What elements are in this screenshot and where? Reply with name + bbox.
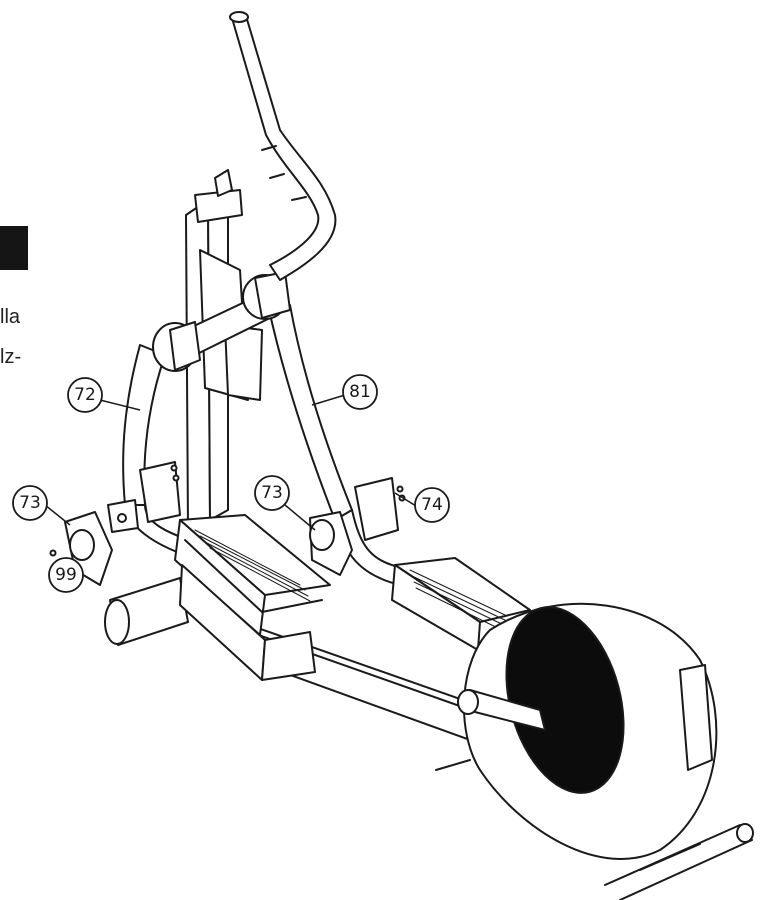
callout-circle-81	[342, 374, 378, 410]
callout-circle-99	[48, 557, 84, 593]
flywheel-housing	[435, 602, 718, 860]
callout-label-81: 81	[349, 382, 371, 402]
handlebar	[229, 11, 337, 281]
side-black-block	[0, 226, 28, 270]
swing-arm-right	[267, 304, 405, 586]
callout-label-72: 72	[74, 385, 96, 405]
pivot-crossbar	[152, 271, 291, 372]
side-text-line-2: lz-	[0, 346, 22, 368]
part-73-right	[309, 511, 353, 576]
callout-circle-72	[67, 377, 103, 413]
rear-stabilizer	[604, 823, 754, 900]
callout-circle-74	[414, 487, 450, 523]
front-stabilizer	[104, 577, 189, 646]
callout-label-99: 99	[55, 565, 77, 585]
callout-circle-73b	[254, 475, 290, 511]
bracket-left	[139, 461, 181, 523]
side-text-line-1: lla	[0, 306, 21, 328]
callout-label-74: 74	[421, 495, 443, 515]
pedal-right	[391, 557, 531, 651]
callout-circle-73a	[12, 485, 48, 521]
pedal-left	[174, 514, 331, 681]
callout-label-73b: 73	[261, 483, 283, 503]
swing-arm-left	[107, 344, 206, 561]
part-74-bracket	[354, 477, 406, 541]
callout-label-73a: 73	[19, 493, 41, 513]
upright-column	[185, 169, 263, 531]
